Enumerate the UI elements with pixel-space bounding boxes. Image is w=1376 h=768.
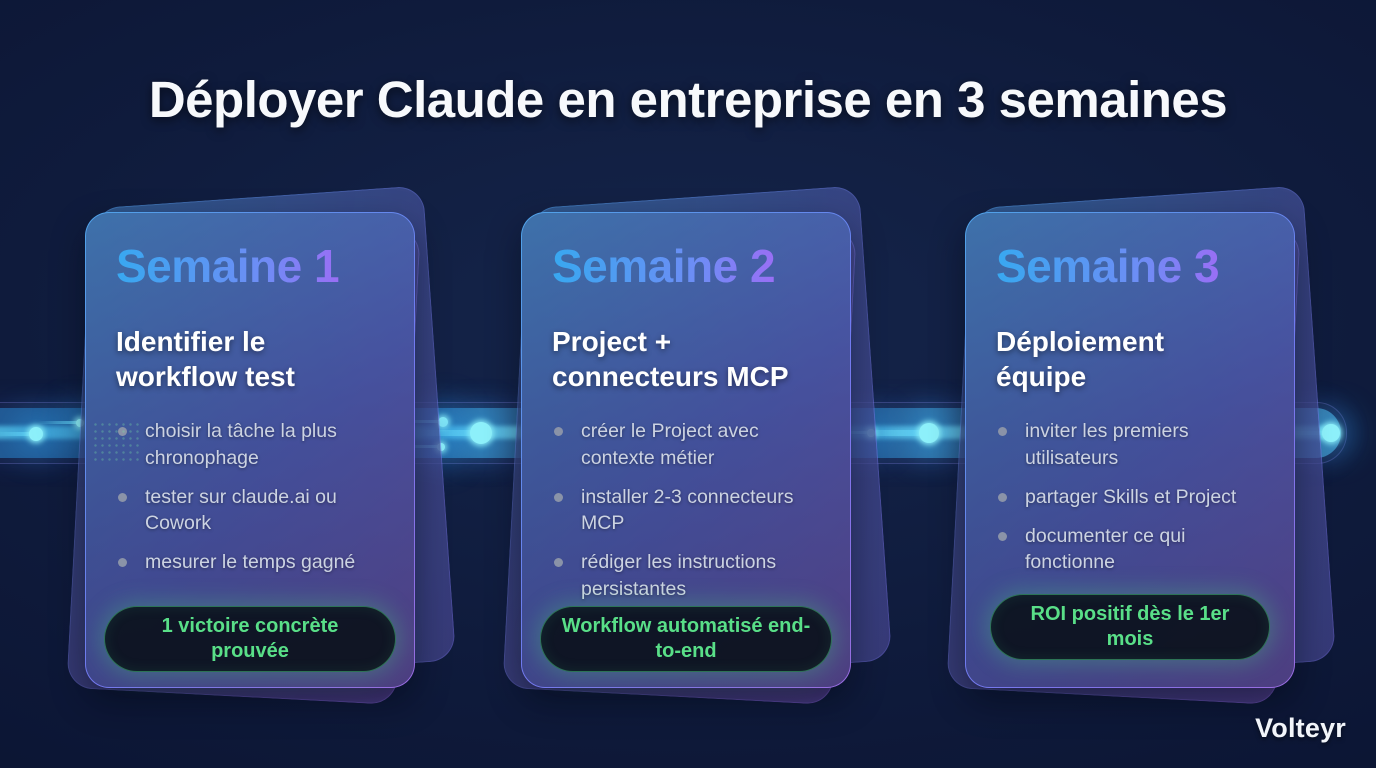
bullet-dot-icon bbox=[118, 492, 127, 502]
beam-particle bbox=[1322, 424, 1340, 442]
page-title: Déployer Claude en entreprise en 3 semai… bbox=[148, 71, 1228, 128]
outcome-badge: 1 victoire concrète prouvée bbox=[104, 606, 396, 672]
bullet-item: partager Skills et Project bbox=[996, 484, 1266, 510]
beam-particle bbox=[919, 423, 939, 443]
card-group-semaine-3: Semaine 3 Déploiement équipe inviter les… bbox=[946, 185, 1337, 705]
bullet-text: inviter les premiers utilisateurs bbox=[1025, 420, 1189, 469]
beam-particle bbox=[29, 427, 43, 441]
particle-trail bbox=[420, 430, 481, 436]
week-title: Semaine 3 bbox=[996, 239, 1266, 294]
logo: Volteyr bbox=[1255, 713, 1346, 743]
particle-trail bbox=[858, 430, 929, 436]
bullet-text: mesurer le temps gagné bbox=[145, 551, 356, 574]
bullet-dot-icon bbox=[998, 532, 1007, 542]
card-group-semaine-1: Semaine 1 Identifier le workflow test ch… bbox=[66, 185, 457, 705]
week-title: Semaine 1 bbox=[116, 239, 386, 294]
bullet-list: inviter les premiers utilisateurs partag… bbox=[996, 418, 1266, 576]
bullet-dot-icon bbox=[118, 427, 127, 437]
particle-trail bbox=[0, 432, 36, 436]
beam-particle bbox=[470, 422, 492, 444]
bullet-item: tester sur claude.ai ou Cowork bbox=[116, 484, 386, 537]
bullet-text: tester sur claude.ai ou Cowork bbox=[145, 485, 337, 535]
bullet-list: créer le Project avec contexte métier in… bbox=[552, 418, 822, 602]
week-title: Semaine 2 bbox=[552, 239, 822, 294]
bullet-item: documenter ce qui fonctionne bbox=[996, 523, 1266, 576]
bullet-text: documenter ce qui fonctionne bbox=[1025, 525, 1186, 574]
bullet-text: installer 2-3 connecteurs MCP bbox=[581, 485, 794, 535]
bullet-item: créer le Project avec contexte métier bbox=[552, 418, 822, 471]
bullet-dot-icon bbox=[554, 492, 563, 502]
week-card: Semaine 3 Déploiement équipe inviter les… bbox=[965, 212, 1295, 688]
card-subtitle: Identifier le workflow test bbox=[116, 326, 295, 393]
bullet-dot-icon bbox=[118, 558, 127, 568]
beam-particle bbox=[438, 417, 448, 427]
bullet-text: choisir la tâche la plus chronophage bbox=[145, 420, 337, 469]
card-group-semaine-2: Semaine 2 Project + connecteurs MCP crée… bbox=[502, 185, 893, 705]
outcome-badge: ROI positif dès le 1er mois bbox=[990, 594, 1270, 660]
particle-trail bbox=[38, 421, 80, 424]
bullet-text: créer le Project avec contexte métier bbox=[581, 420, 759, 469]
bullet-dot-icon bbox=[554, 558, 563, 568]
bullet-item: installer 2-3 connecteurs MCP bbox=[552, 484, 822, 537]
week-card: Semaine 2 Project + connecteurs MCP crée… bbox=[521, 212, 851, 688]
card-subtitle: Project + connecteurs MCP bbox=[552, 326, 789, 393]
outcome-badge: Workflow automatisé end-to-end bbox=[540, 606, 832, 672]
bullet-item: inviter les premiers utilisateurs bbox=[996, 418, 1266, 471]
bullet-item: rédiger les instructions persistantes bbox=[552, 549, 822, 602]
dots-texture bbox=[92, 421, 140, 463]
bullet-item: mesurer le temps gagné bbox=[116, 549, 386, 575]
week-card: Semaine 1 Identifier le workflow test ch… bbox=[85, 212, 415, 688]
bullet-dot-icon bbox=[998, 492, 1007, 502]
card-subtitle: Déploiement équipe bbox=[996, 326, 1165, 393]
bullet-text: partager Skills et Project bbox=[1025, 485, 1237, 508]
bullet-dot-icon bbox=[554, 427, 563, 437]
bullet-text: rédiger les instructions persistantes bbox=[581, 551, 777, 600]
bullet-list: choisir la tâche la plus chronophage tes… bbox=[116, 418, 386, 576]
bullet-item: choisir la tâche la plus chronophage bbox=[116, 418, 386, 471]
bullet-dot-icon bbox=[998, 427, 1007, 437]
